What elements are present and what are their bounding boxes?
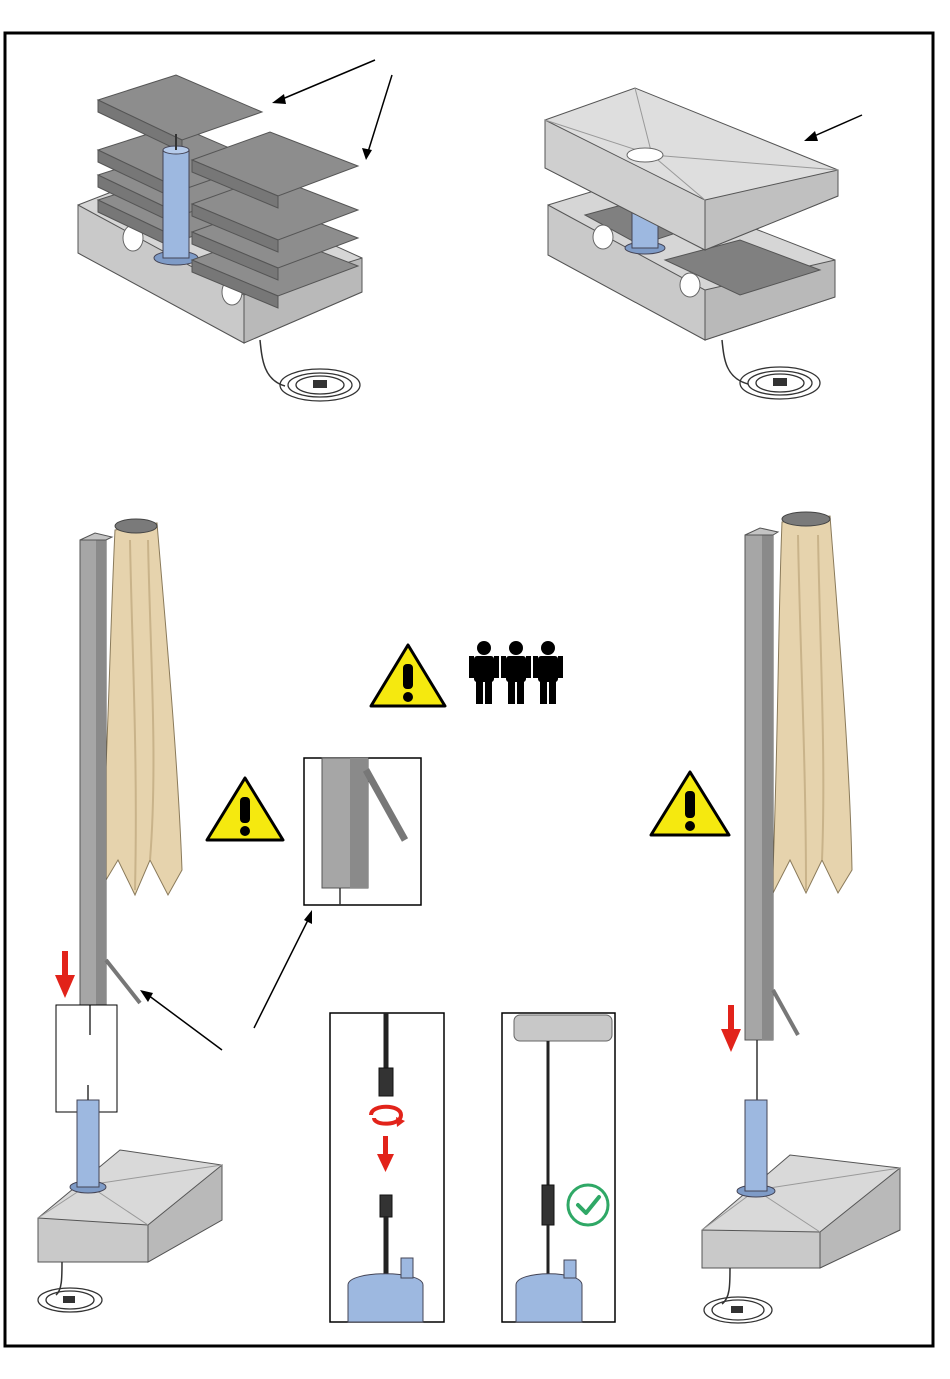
step-cable-connector-join [330, 1013, 444, 1322]
step-mast-seated-on-base [651, 512, 900, 1323]
folded-canopy [772, 512, 852, 895]
red-down-arrow-icon [55, 951, 75, 998]
warning-triangle-icon [207, 778, 283, 840]
power-cable-coil-icon [260, 340, 360, 401]
warning-triangle-icon [651, 772, 729, 835]
power-cable-coil-icon [704, 1268, 772, 1323]
connector-joined-confirmation [502, 1013, 615, 1322]
step-mast-lowering-onto-base [38, 519, 222, 1312]
mast-foot-detail-inset [304, 758, 421, 905]
warning-triangle-icon [371, 645, 445, 706]
red-down-arrow-icon [721, 1005, 741, 1052]
step-base-weight-plates [78, 60, 392, 401]
assembled-base [702, 1100, 900, 1268]
step-base-cover-installation [545, 88, 862, 399]
connector-detail-marker [56, 1005, 117, 1112]
power-cable-coil-icon [722, 340, 820, 399]
power-cable-coil-icon [38, 1262, 102, 1312]
folded-canopy [100, 519, 182, 895]
three-people-icon [469, 641, 563, 704]
